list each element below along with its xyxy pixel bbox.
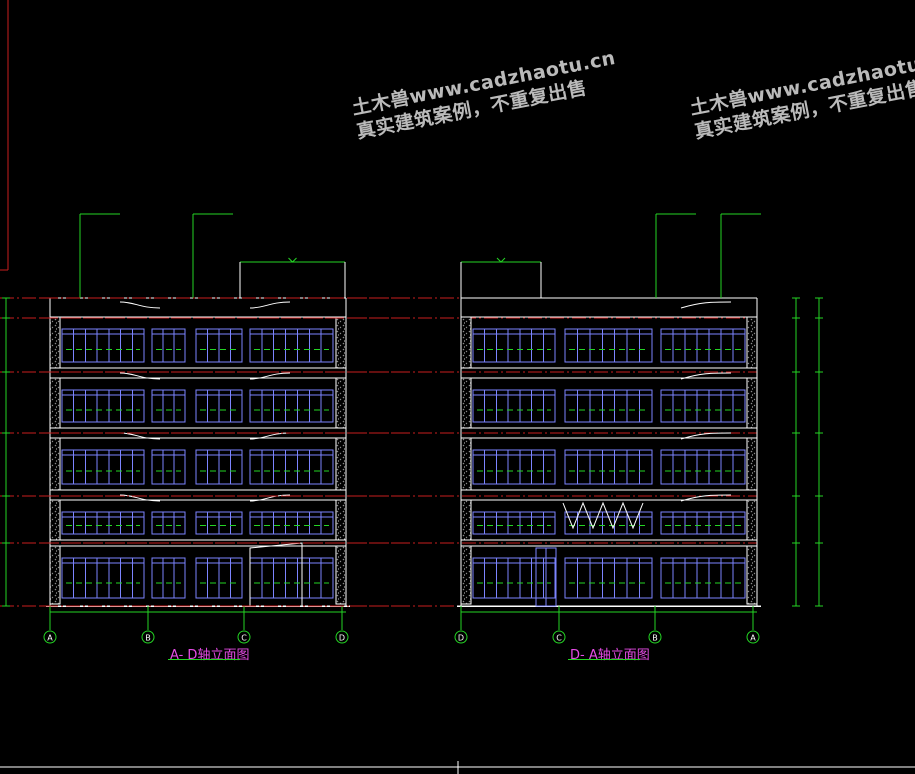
axis-label-C: C <box>241 634 247 643</box>
window-group <box>660 511 746 535</box>
elevation-view-0: A B C D <box>40 213 406 644</box>
window-group <box>564 557 653 599</box>
window-group <box>249 449 334 485</box>
stone-corner-left <box>49 377 61 429</box>
window-group <box>660 557 746 599</box>
window-group <box>564 449 653 485</box>
window-group <box>472 328 556 363</box>
window-group <box>151 449 186 485</box>
louver-zigzag <box>562 501 644 530</box>
axis-bubble-A <box>746 630 760 644</box>
band-ornament <box>680 494 732 502</box>
stone-corner-right <box>335 316 347 369</box>
axis-bubble-B <box>141 630 155 644</box>
axis-bubble-C <box>237 630 251 644</box>
stone-corner-right <box>335 499 347 541</box>
window-group <box>61 511 145 535</box>
axis-bubble-C <box>552 630 566 644</box>
window-group <box>249 511 334 535</box>
window-group <box>151 328 186 363</box>
stone-corner-left <box>460 499 472 541</box>
window-group <box>249 328 334 363</box>
axis-bubble-A <box>43 630 57 644</box>
axis-label-A: A <box>47 634 53 643</box>
stone-corner-right <box>746 499 758 541</box>
window-group <box>249 557 334 599</box>
stone-corner-right <box>746 316 758 369</box>
axis-bubble-D <box>454 630 468 644</box>
band-ornament <box>119 494 291 502</box>
axis-label-A: A <box>750 634 756 643</box>
window-group <box>564 328 653 363</box>
view-title-a-d: A- D轴立面图 <box>170 648 250 663</box>
stone-corner-right <box>746 377 758 429</box>
window-group <box>249 389 334 423</box>
window-group <box>472 511 556 535</box>
band-ornament <box>680 301 732 309</box>
axis-bubble-D <box>335 630 349 644</box>
level-marker-icon <box>496 257 506 263</box>
level-marker-icon <box>288 257 297 263</box>
view-title-d-a-underline <box>568 659 640 660</box>
band-ornament <box>119 301 291 309</box>
view-title-a-d-underline <box>168 659 240 660</box>
axis-label-B: B <box>652 634 658 643</box>
window-group <box>564 389 653 423</box>
window-group <box>61 449 145 485</box>
axis-bubble-B <box>648 630 662 644</box>
axis-label-B: B <box>145 634 151 643</box>
entrance-door <box>249 542 303 606</box>
stone-corner-right <box>335 437 347 491</box>
stone-corner-right <box>746 545 758 605</box>
stone-corner-left <box>460 437 472 491</box>
axis-label-D: D <box>339 634 345 643</box>
stone-corner-right <box>335 377 347 429</box>
axis-label-D: D <box>458 634 464 643</box>
window-group <box>61 389 145 423</box>
stone-corner-left <box>460 377 472 429</box>
axis-label-C: C <box>556 634 562 643</box>
window-group <box>151 389 186 423</box>
band-ornament <box>680 372 732 380</box>
stone-corner-left <box>460 316 472 369</box>
window-group <box>472 389 556 423</box>
window-group <box>472 557 556 599</box>
band-ornament <box>119 372 291 380</box>
stone-corner-left <box>460 545 472 605</box>
band-ornament <box>680 432 732 440</box>
stone-corner-left <box>49 499 61 541</box>
stone-corner-left <box>49 545 61 605</box>
stone-corner-left <box>49 316 61 369</box>
window-group <box>660 449 746 485</box>
stone-corner-right <box>746 437 758 491</box>
window-group <box>151 511 186 535</box>
window-group <box>564 511 653 535</box>
window-group <box>472 449 556 485</box>
view-title-d-a: D- A轴立面图 <box>570 648 650 663</box>
stone-corner-left <box>49 437 61 491</box>
window-group <box>660 389 746 423</box>
window-group <box>61 557 145 599</box>
stone-corner-right <box>335 545 347 605</box>
window-group <box>660 328 746 363</box>
window-group <box>61 328 145 363</box>
window-group <box>151 557 186 599</box>
